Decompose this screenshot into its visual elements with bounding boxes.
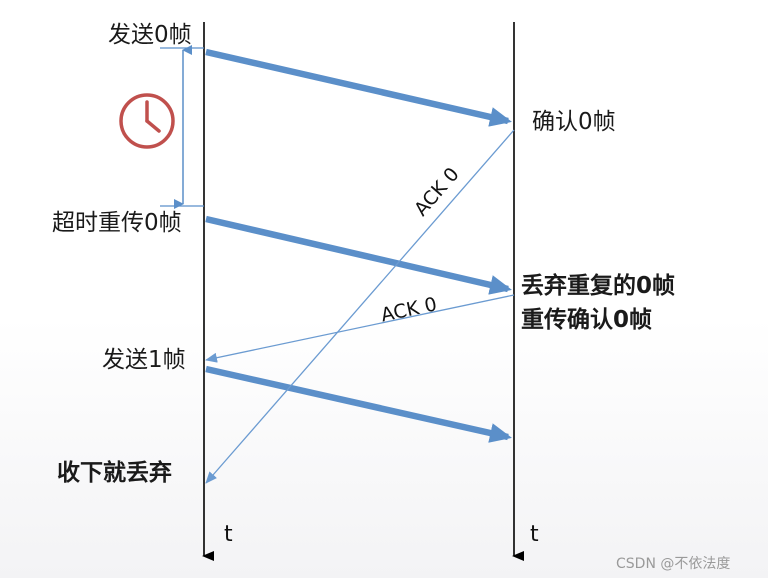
retransmit-ack-label: 重传确认0帧 [521, 307, 653, 333]
receiver-time-axis-label: t [530, 522, 539, 547]
sender-time-axis-label: t [224, 522, 233, 547]
frame0-arrow [205, 48, 512, 127]
watermark: CSDN @不依法度 [616, 556, 731, 572]
ack-second-line [205, 294, 515, 363]
send-frame0-label: 发送0帧 [108, 22, 192, 48]
frame0-resend-arrow [205, 215, 512, 295]
clock-icon [119, 93, 175, 149]
frame1-arrow [205, 365, 512, 443]
discard-duplicate-label: 丢弃重复的0帧 [521, 273, 676, 299]
resend-frame0-label: 超时重传0帧 [52, 210, 182, 236]
receive-discard-label: 收下就丢弃 [57, 460, 172, 486]
ack-first-line [205, 129, 515, 484]
send-frame1-label: 发送1帧 [102, 347, 186, 373]
confirm-frame0-label: 确认0帧 [532, 109, 616, 135]
